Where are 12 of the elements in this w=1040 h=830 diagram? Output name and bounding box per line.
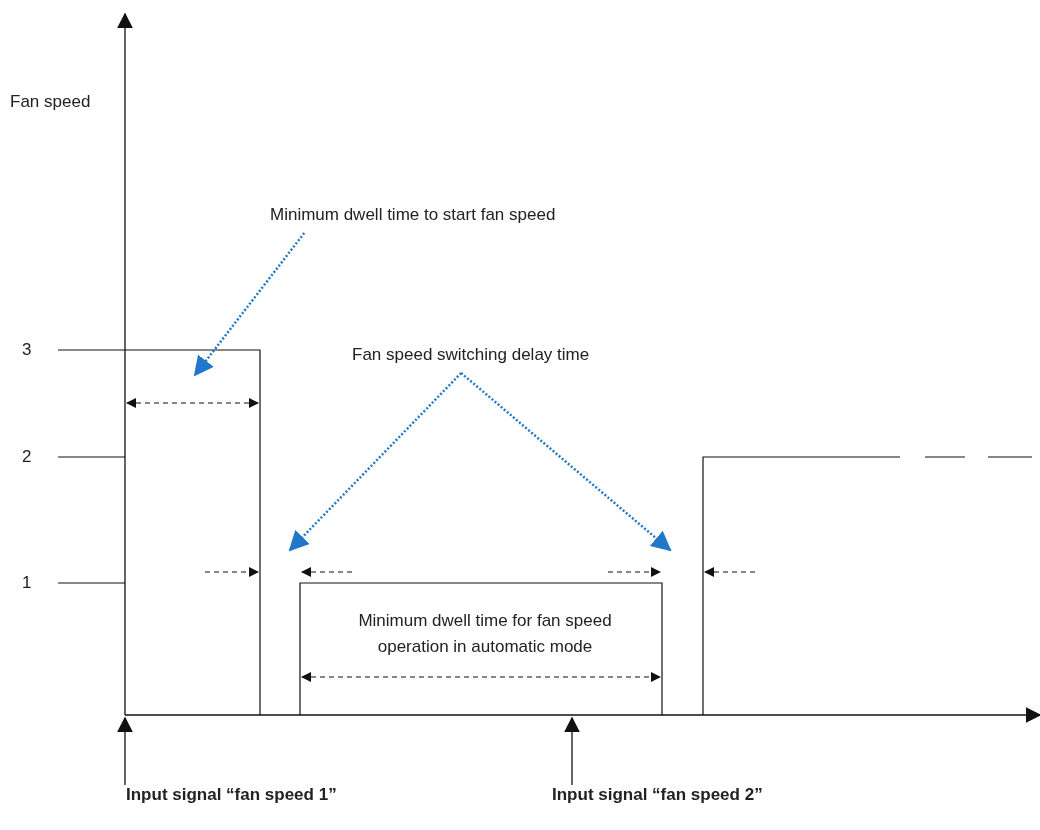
tick-label: 2 xyxy=(22,447,32,467)
callout-text: Minimum dwell time to start fan speed xyxy=(270,205,556,225)
annotation-text: Minimum dwell time for fan speed operation in automatic mode xyxy=(357,610,613,658)
tick-label: 3 xyxy=(22,340,32,360)
signal-label: Input signal “fan speed 1” xyxy=(126,785,337,805)
signal-label: Input signal “fan speed 2” xyxy=(552,785,763,805)
callout-text: Fan speed switching delay time xyxy=(352,345,590,365)
leader-line xyxy=(193,232,306,377)
axis-label: Fan speed xyxy=(10,92,91,112)
leader-line xyxy=(460,372,672,552)
tick-label: 1 xyxy=(22,573,32,593)
leader-line xyxy=(288,372,462,552)
